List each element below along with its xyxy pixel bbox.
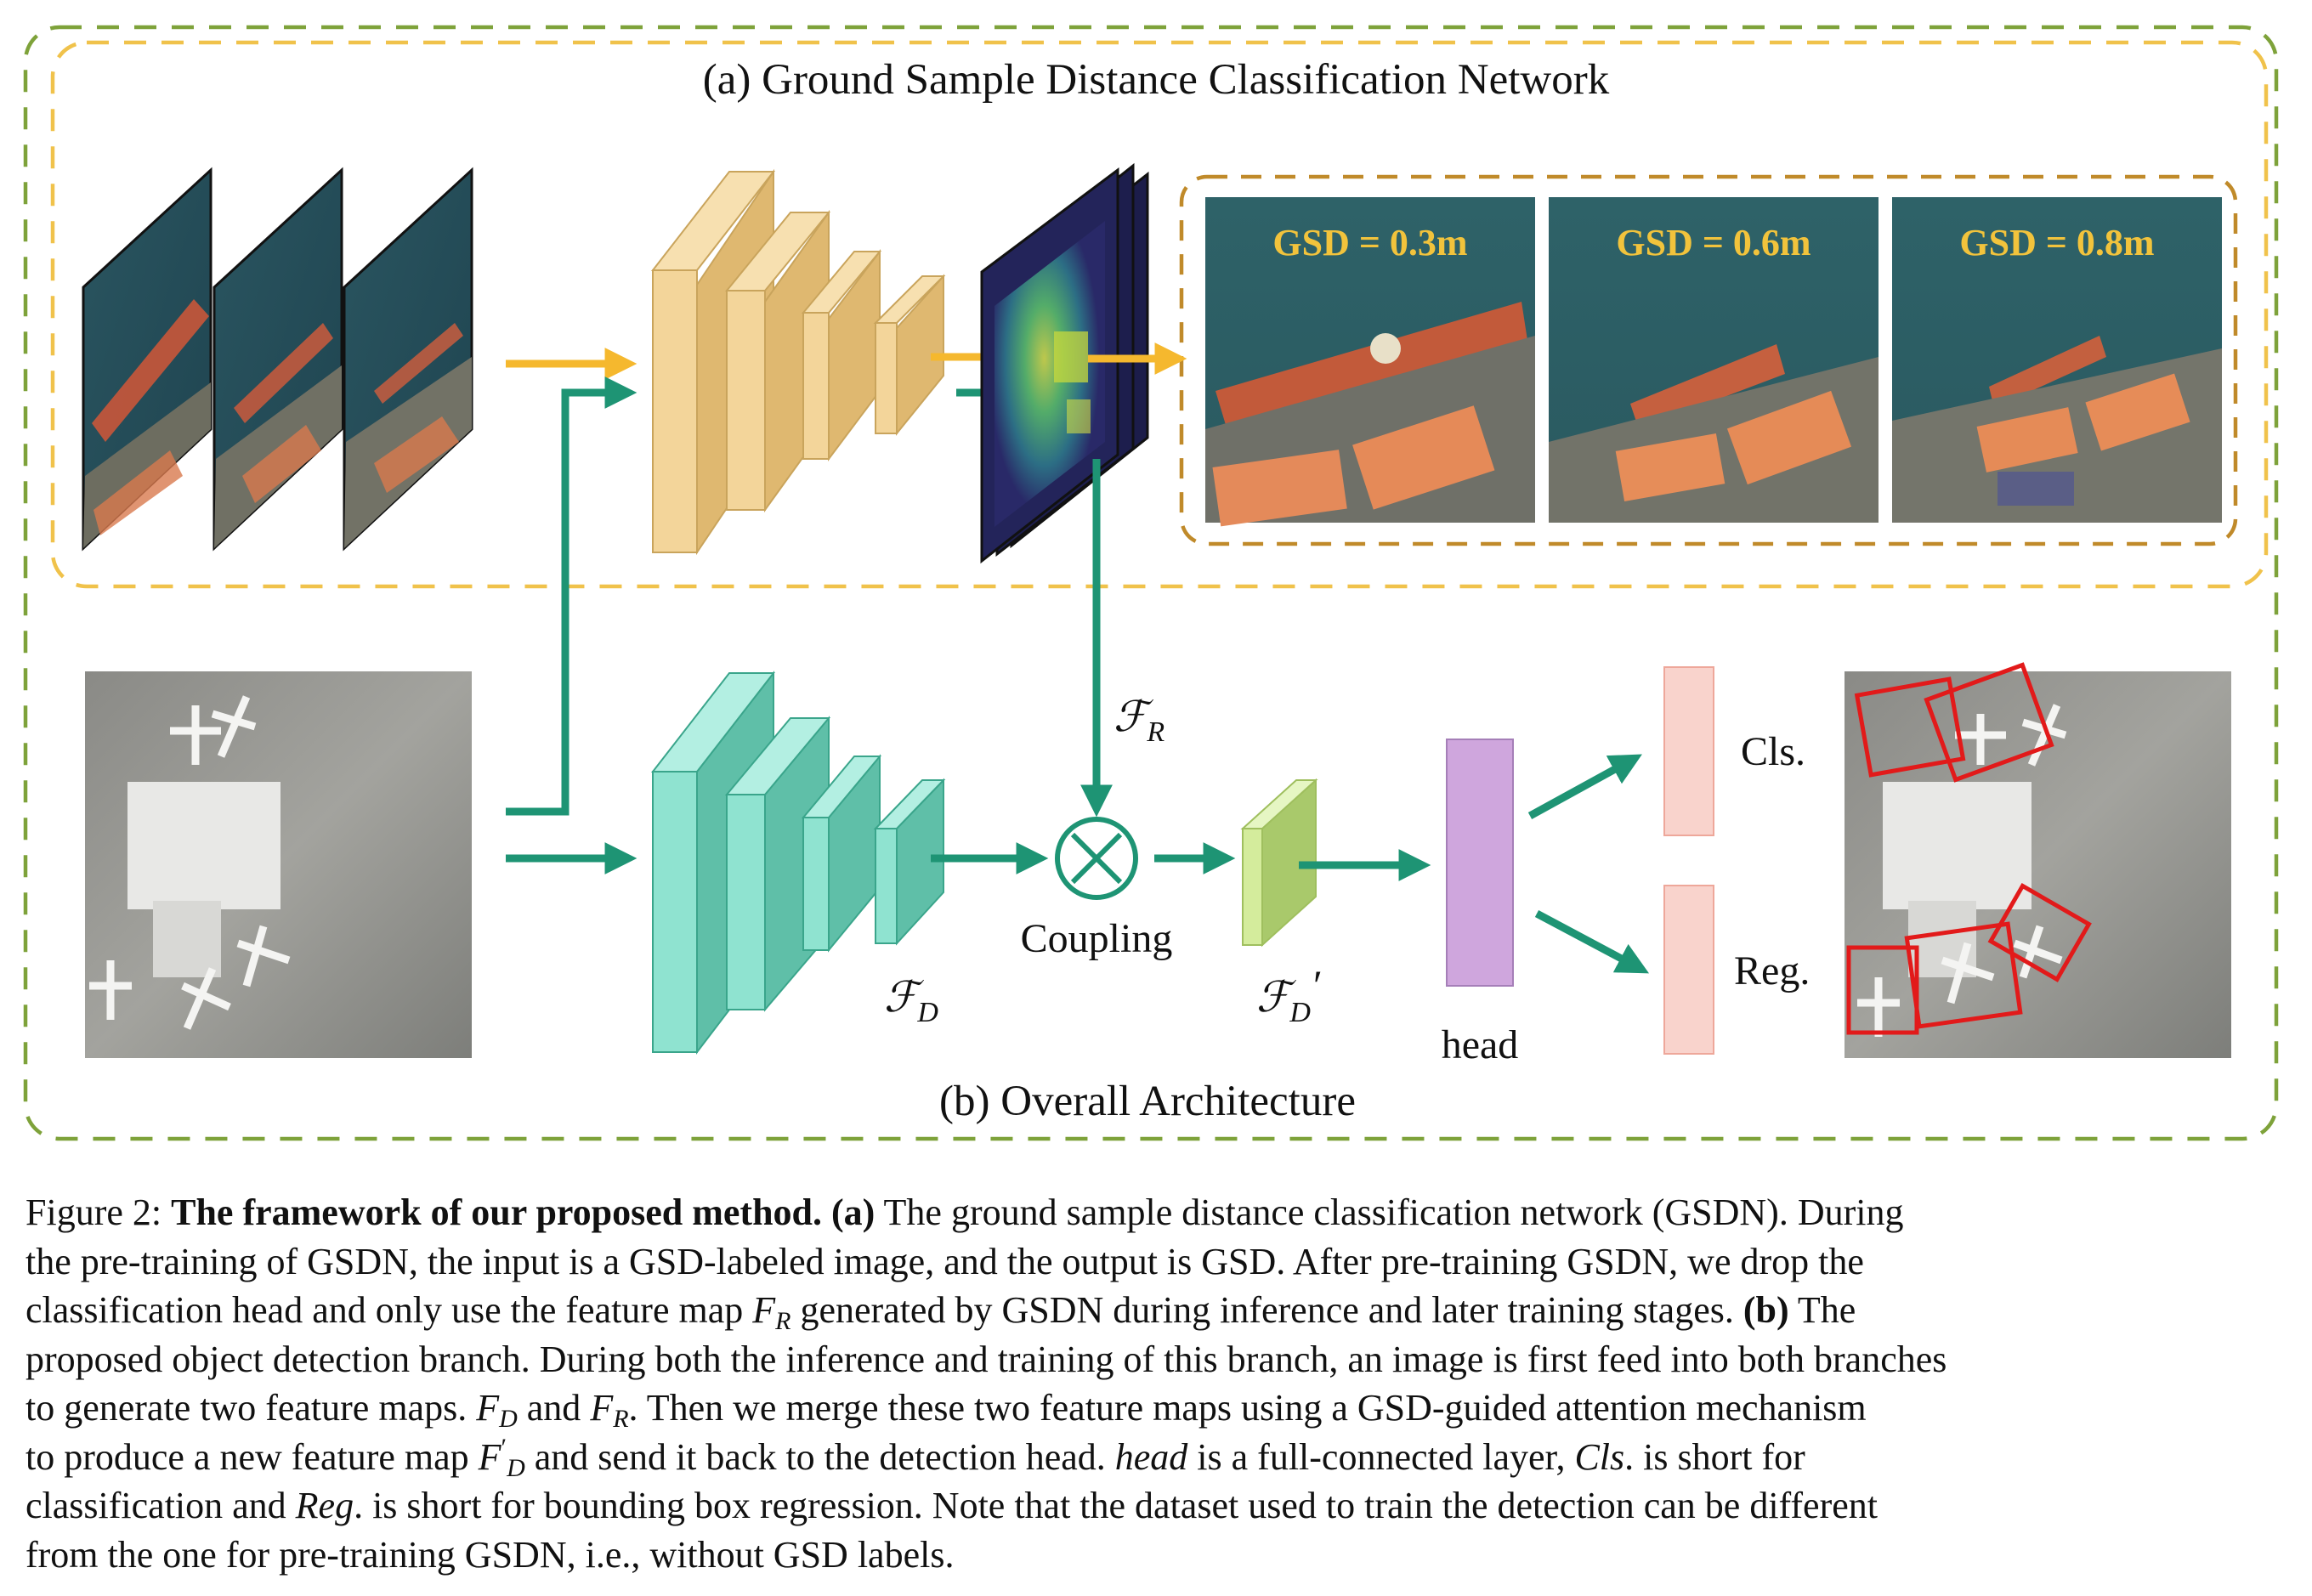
detection-box bbox=[1854, 676, 1966, 778]
detector-encoder bbox=[650, 671, 946, 1055]
input-image-2 bbox=[212, 167, 343, 552]
caption-line-8: from the one for pre-training GSDN, i.e.… bbox=[26, 1533, 955, 1576]
detection-boxes bbox=[1846, 662, 2092, 1035]
head-block bbox=[1446, 739, 1514, 987]
label-fr: ℱR bbox=[1114, 693, 1164, 748]
caption-line-1: Figure 2: The framework of our proposed … bbox=[26, 1191, 1904, 1233]
fdp-block bbox=[1240, 778, 1318, 948]
panel-b-title: (b) Overall Architecture bbox=[939, 1078, 1356, 1125]
figure-caption: Figure 2: The framework of our proposed … bbox=[26, 1188, 2286, 1579]
input-image-1 bbox=[82, 167, 212, 552]
caption-line-2: the pre-training of GSDN, the input is a… bbox=[26, 1240, 1864, 1282]
gsd-label-3: GSD = 0.8m bbox=[1959, 222, 2154, 263]
arrow-head-to-reg bbox=[1534, 910, 1650, 974]
arrow-head-to-cls bbox=[1527, 754, 1642, 819]
reg-label: Reg. bbox=[1734, 948, 1810, 993]
framework-figure: (a) Ground Sample Distance Classificatio… bbox=[23, 25, 2279, 1141]
gsd-label-2: GSD = 0.6m bbox=[1616, 222, 1810, 263]
head-label: head bbox=[1442, 1022, 1519, 1067]
detection-box bbox=[1924, 662, 2054, 783]
coupling-label: Coupling bbox=[1021, 916, 1173, 961]
caption-line-3: classification head and only use the fea… bbox=[26, 1289, 1856, 1335]
cls-label: Cls. bbox=[1741, 729, 1805, 774]
arrow-input-to-gsdn-branch bbox=[506, 376, 638, 816]
caption-line-5: to generate two feature maps. FD and FR.… bbox=[26, 1387, 1867, 1433]
coupling-operator bbox=[1055, 817, 1138, 900]
gsd-tile-2: GSD = 0.6m bbox=[1549, 197, 1878, 523]
detector-block-2 bbox=[724, 716, 831, 1012]
reg-block bbox=[1663, 885, 1714, 1055]
gsd-tile-1: GSD = 0.3m bbox=[1205, 197, 1535, 527]
input-image-stack bbox=[82, 167, 473, 552]
caption-line-4: proposed object detection branch. During… bbox=[26, 1338, 1947, 1380]
detection-box bbox=[1987, 883, 2092, 982]
detector-block-4 bbox=[873, 778, 946, 946]
gsdn-encoder bbox=[650, 168, 946, 556]
detection-box bbox=[1846, 945, 1919, 1035]
cls-block bbox=[1663, 666, 1714, 836]
panel-b-container bbox=[23, 25, 2279, 1141]
airport-input-image bbox=[85, 671, 472, 1058]
gsd-feature-maps bbox=[980, 162, 1149, 564]
caption-line-6: to produce a new feature map F′D and sen… bbox=[26, 1433, 1805, 1482]
panel-a-container bbox=[50, 40, 2269, 589]
gsdn-block-4 bbox=[873, 274, 946, 436]
gsd-label-1: GSD = 0.3m bbox=[1272, 222, 1467, 263]
detection-box bbox=[1904, 921, 2023, 1029]
label-fd: ℱD bbox=[884, 973, 938, 1028]
gsdn-block-3 bbox=[801, 249, 882, 461]
label-fdp: ℱD′ bbox=[1256, 961, 1321, 1028]
detector-block-3 bbox=[801, 754, 882, 953]
caption-line-7: classification and Reg. is short for bou… bbox=[26, 1485, 1878, 1526]
gsd-tile-3: GSD = 0.8m bbox=[1892, 197, 2222, 523]
panel-a-title: (a) Ground Sample Distance Classificatio… bbox=[703, 56, 1610, 104]
detection-output-image bbox=[1844, 662, 2231, 1058]
input-image-3 bbox=[343, 167, 473, 552]
